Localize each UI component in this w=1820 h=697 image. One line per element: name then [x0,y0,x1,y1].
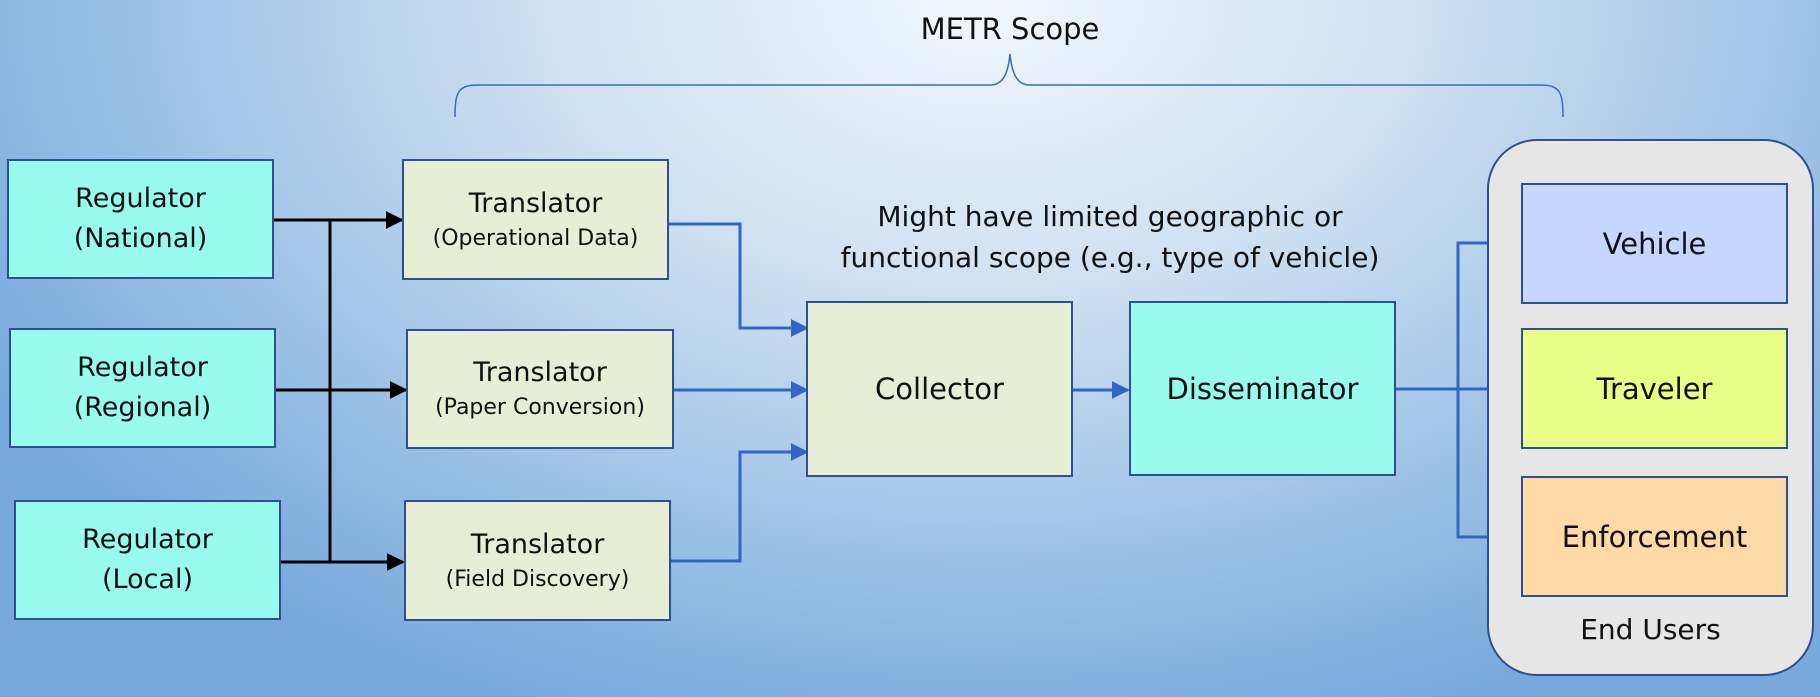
regulator-national-box: Regulator (National) [7,159,274,279]
regulator-local-title: Regulator [82,524,213,555]
collector-label: Collector [875,372,1004,406]
translator-paper-box: Translator (Paper Conversion) [406,329,674,449]
regulator-national-title: Regulator [75,183,206,214]
translator-operational-box: Translator (Operational Data) [402,159,669,280]
translator-field-title: Translator [470,528,605,560]
arrow-field-to-collector [671,443,809,563]
regulator-local-box: Regulator (Local) [14,500,281,620]
arrow-operational-to-collector [669,222,809,337]
vehicle-label: Vehicle [1602,226,1707,261]
enforcement-label: Enforcement [1561,519,1748,554]
scope-brace [454,53,1564,118]
translator-operational-subtitle: (Operational Data) [432,225,639,251]
disseminator-box: Disseminator [1129,301,1396,476]
enforcement-box: Enforcement [1521,476,1788,597]
translator-field-subtitle: (Field Discovery) [445,566,630,592]
scope-note-line1: Might have limited geographic or [877,200,1343,233]
regulator-regional-title: Regulator [77,352,208,383]
translator-paper-title: Translator [473,357,607,388]
scope-note-line2: functional scope (e.g., type of vehicle) [840,241,1380,274]
scope-note: Might have limited geographic or functio… [830,196,1390,278]
regulator-local-subtitle: (Local) [101,564,194,595]
end-users-label: End Users [1580,613,1721,646]
regulator-regional-box: Regulator (Regional) [9,328,276,448]
translator-field-box: Translator (Field Discovery) [404,500,671,621]
vehicle-box: Vehicle [1521,183,1788,304]
traveler-box: Traveler [1521,328,1788,449]
traveler-label: Traveler [1596,371,1713,406]
translator-operational-title: Translator [468,187,603,219]
scope-title: METR Scope [920,12,1100,46]
regulator-regional-subtitle: (Regional) [73,392,212,423]
translator-paper-subtitle: (Paper Conversion) [435,395,645,420]
regulator-national-subtitle: (National) [73,223,208,254]
collector-box: Collector [806,301,1073,477]
disseminator-label: Disseminator [1166,371,1359,406]
